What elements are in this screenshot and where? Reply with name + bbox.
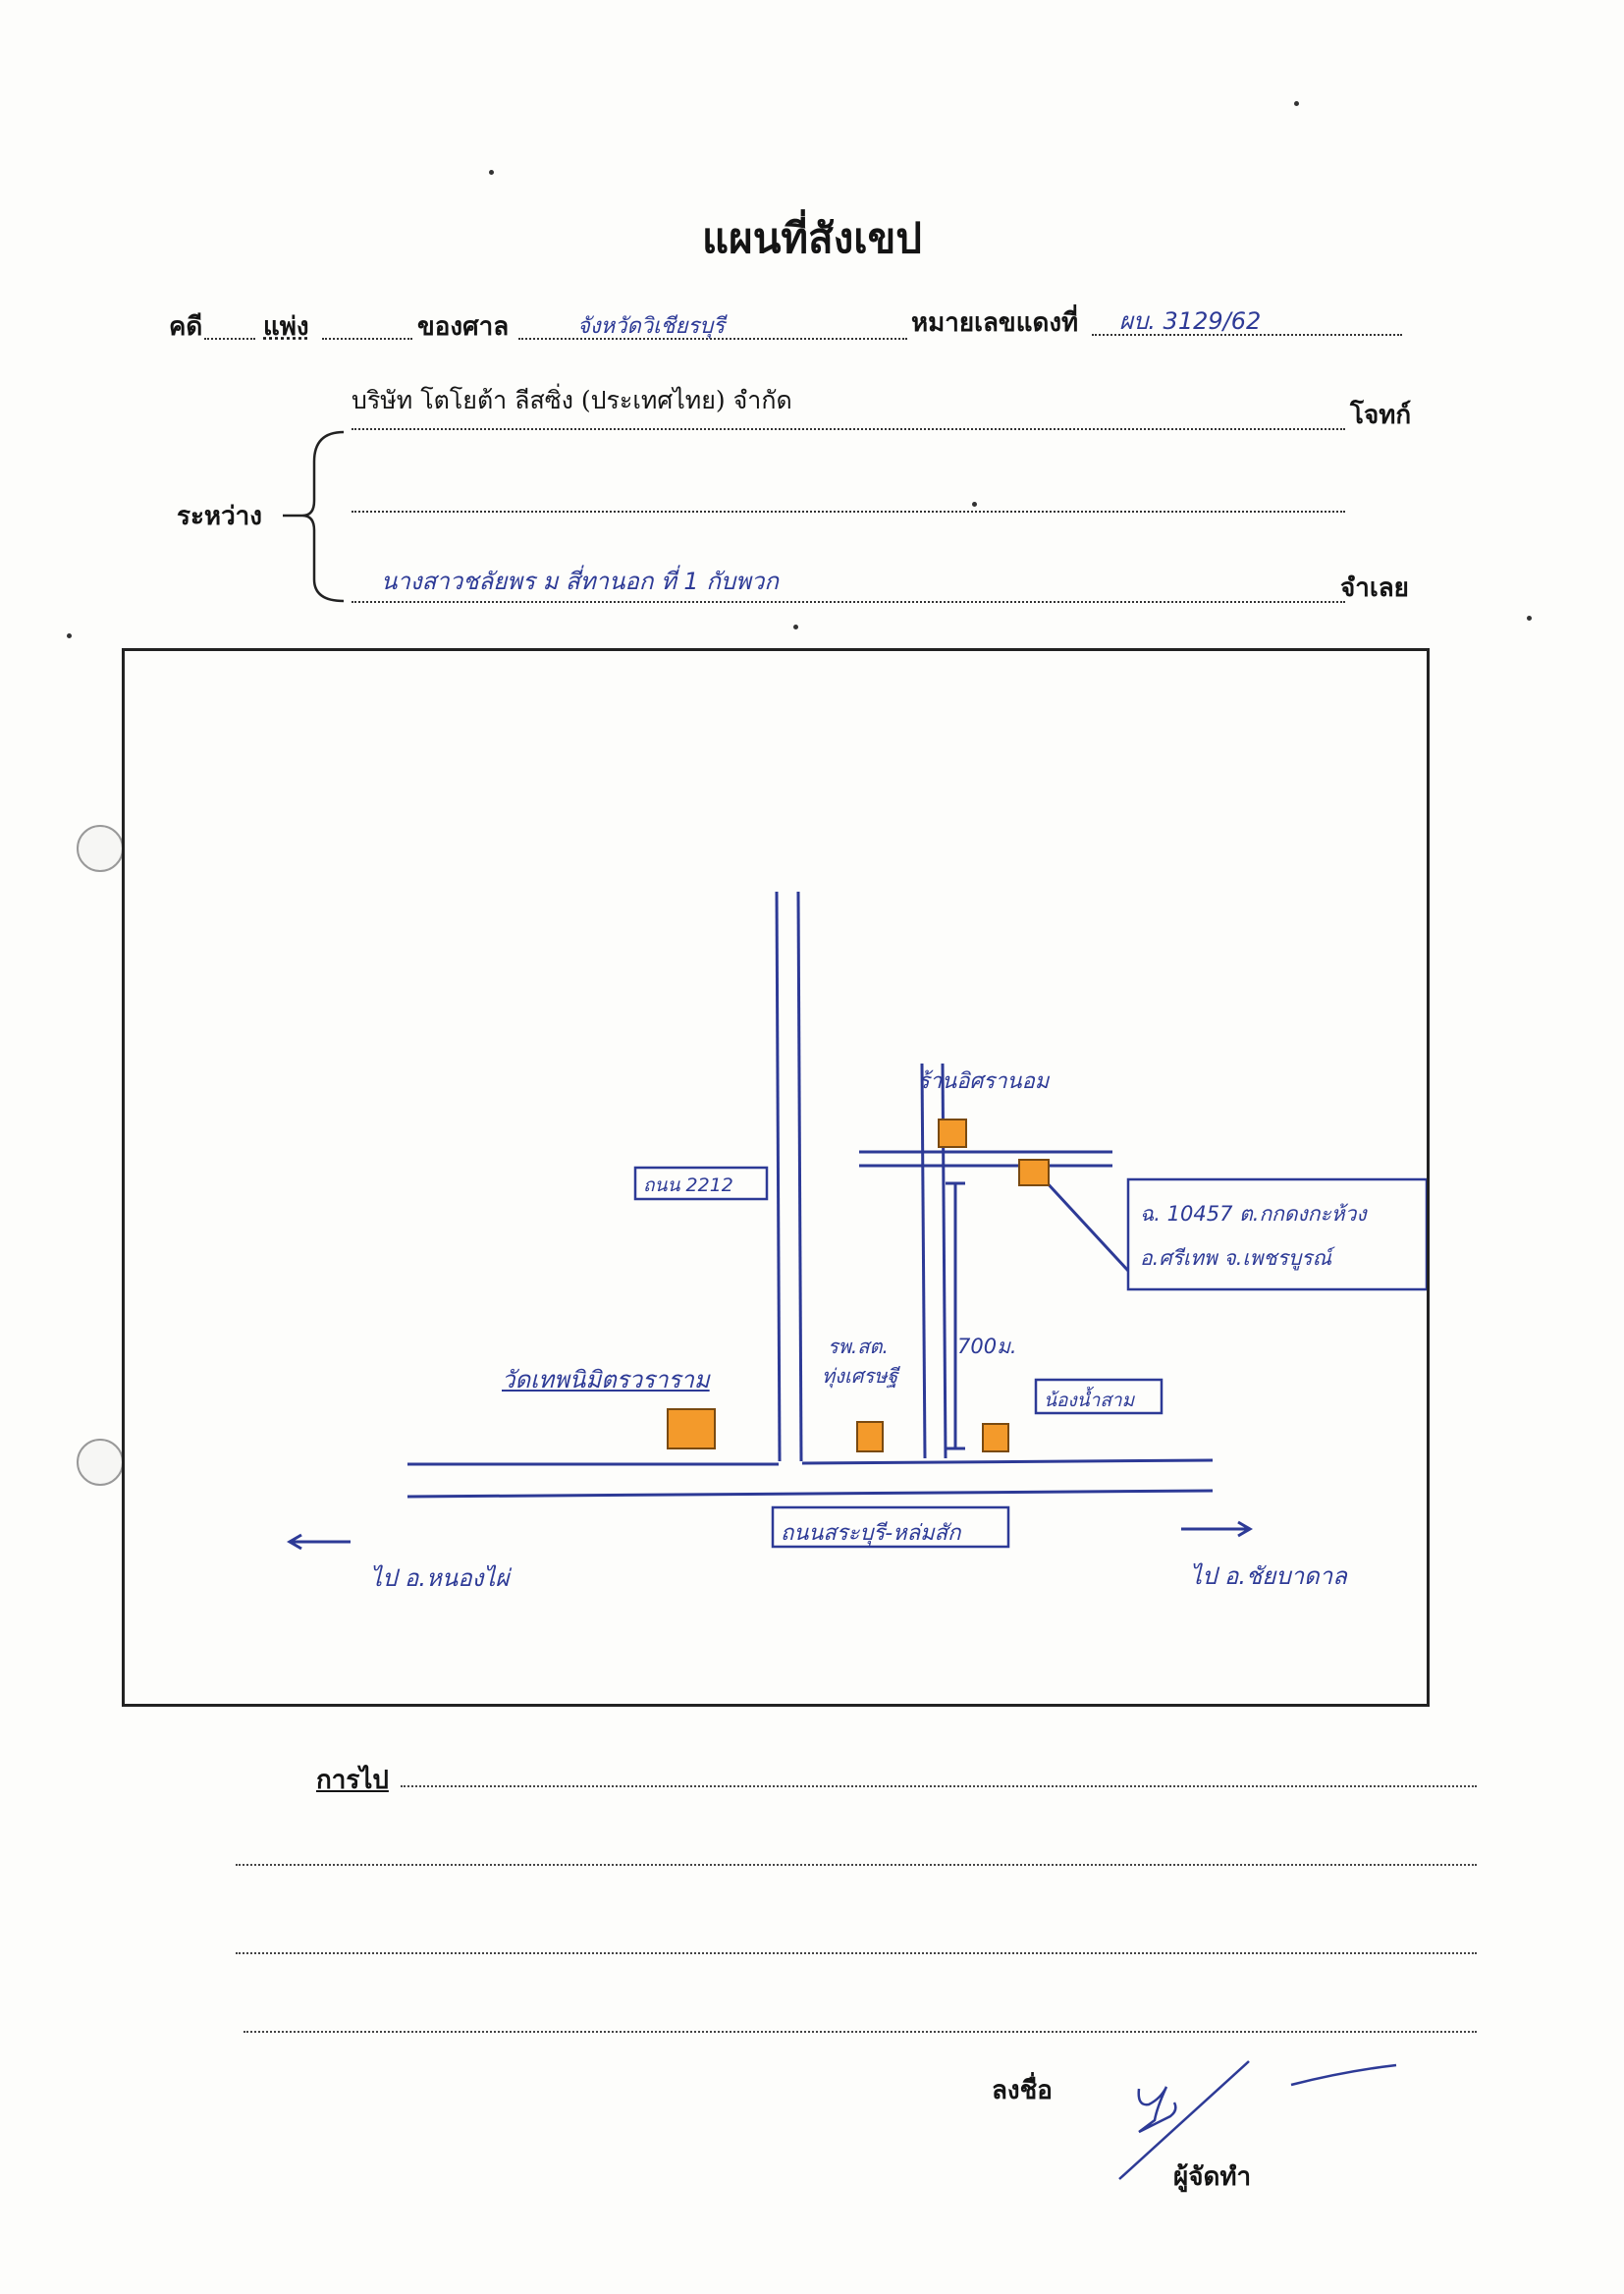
- main-road-bottom-edge: [406, 1489, 1214, 1499]
- red-number-value: ผบ. 3129/62: [1119, 307, 1262, 335]
- signature-stroke-1: [1137, 2086, 1177, 2134]
- plaintiff-name: บริษัท โตโยต้า ลีสซิ่ง (ประเทศไทย) จำกัด: [352, 386, 792, 414]
- to-right-label: ไป อ.ชัยบาดาล: [1190, 1562, 1347, 1590]
- binder-hole-bottom: [77, 1439, 124, 1486]
- land-box-line2: อ.ศรีเทพ จ.เพชรบูรณ์: [1140, 1246, 1332, 1270]
- red-number-dots: [1092, 334, 1402, 336]
- signature-stroke-2: [1118, 2060, 1250, 2180]
- binder-hole-top: [77, 825, 124, 872]
- signature-stroke-3: [1290, 2063, 1397, 2087]
- party-bracket: [283, 430, 345, 603]
- map-drawing: [287, 891, 1427, 1551]
- court-value: จังหวัดวิเชียรบุรี: [577, 314, 726, 339]
- directions-label: การไป: [316, 1766, 389, 1795]
- form-title: แผนที่สังเขป: [702, 214, 922, 262]
- signature-mark: [1118, 2060, 1397, 2180]
- hospital-line1: รพ.สต.: [828, 1335, 889, 1358]
- road-2212-label: ถนน 2212: [643, 1174, 733, 1196]
- plot-water: [982, 1423, 1009, 1452]
- temple-label: วัดเทพนิมิตรวราราม: [502, 1366, 710, 1393]
- scan-speck: [793, 625, 798, 629]
- case-type-value: แพ่ง: [263, 312, 309, 342]
- between-label: ระหว่าง: [177, 502, 262, 531]
- water-label: น้องน้ำสาม: [1044, 1390, 1135, 1411]
- sign-label: ลงชื่อ: [992, 2076, 1053, 2105]
- defendant-label: จำเลย: [1340, 574, 1409, 603]
- hospital-line2: ทุ่งเศรษฐี: [822, 1364, 898, 1388]
- plaintiff-label: โจทก์: [1350, 401, 1412, 430]
- distance-label: 700ม.: [957, 1335, 1017, 1358]
- scan-speck: [489, 170, 494, 175]
- scan-speck: [1527, 616, 1532, 621]
- to-left-label: ไป อ.หนองไผ่: [370, 1564, 510, 1592]
- side-road-left-edge: [920, 1063, 927, 1459]
- plot-shop: [938, 1119, 967, 1148]
- directions-dots-3: [236, 1952, 1477, 1954]
- plot-land: [1018, 1159, 1050, 1186]
- court-label: ของศาล: [417, 312, 510, 342]
- plot-hospital: [856, 1421, 884, 1452]
- defendant-name: นางสาวชลัยพร ม สี่ทานอก ที่ 1 กับพวก: [381, 568, 779, 595]
- main-road-box: [771, 1505, 1010, 1549]
- road-2212-left-edge: [775, 891, 782, 1462]
- maker-label: ผู้จัดทำ: [1173, 2162, 1252, 2192]
- road-2212-right-edge: [796, 891, 803, 1462]
- land-box-line1: ฉ. 10457 ต.กกดงกะห้วง: [1140, 1202, 1367, 1226]
- map-frame: ถนน 2212 ร้านอิศรานอม ฉ. 10457 ต.กกดงกะห…: [122, 648, 1430, 1707]
- water-box: [1034, 1378, 1164, 1415]
- land-info-box: [1126, 1177, 1427, 1291]
- case-type-label: คดี: [169, 312, 203, 342]
- main-road-label: ถนนสระบุรี-หล่มสัก: [781, 1521, 961, 1546]
- directions-dots-4: [244, 2031, 1477, 2033]
- directions-dots-1: [401, 1785, 1477, 1787]
- arrow-left-icon: [287, 1533, 351, 1551]
- leader-line: [1043, 1178, 1130, 1273]
- court-dots: [518, 338, 907, 340]
- blank-party-dots: [352, 511, 1345, 513]
- directions-dots-2: [236, 1864, 1477, 1866]
- arrow-right-icon: [1181, 1520, 1253, 1538]
- case-dots: [322, 338, 412, 340]
- shop-label: ร้านอิศรานอม: [918, 1069, 1050, 1094]
- plaintiff-dots: [352, 428, 1345, 430]
- scan-speck: [67, 633, 72, 638]
- red-number-label: หมายเลขแดงที่: [911, 308, 1079, 338]
- scan-speck: [1294, 101, 1299, 106]
- case-dots: [204, 338, 255, 340]
- scan-speck: [972, 502, 977, 507]
- plot-temple: [667, 1408, 716, 1449]
- main-road-top-right: [801, 1458, 1214, 1465]
- defendant-dots: [352, 601, 1345, 603]
- road-2212-box: [633, 1166, 769, 1201]
